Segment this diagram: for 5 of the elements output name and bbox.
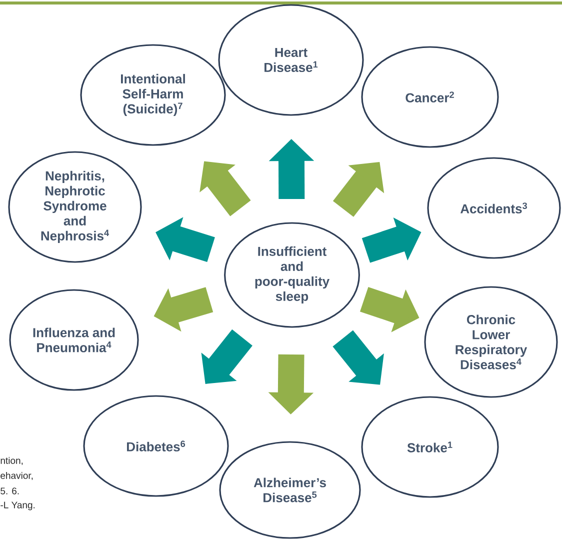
note-text: -L Yang. [0,502,35,510]
block-arrow [200,161,251,216]
note-text: ehavior, [0,472,33,480]
note-text: 5. 6. [0,488,19,494]
note-text: ntion, [0,456,23,466]
